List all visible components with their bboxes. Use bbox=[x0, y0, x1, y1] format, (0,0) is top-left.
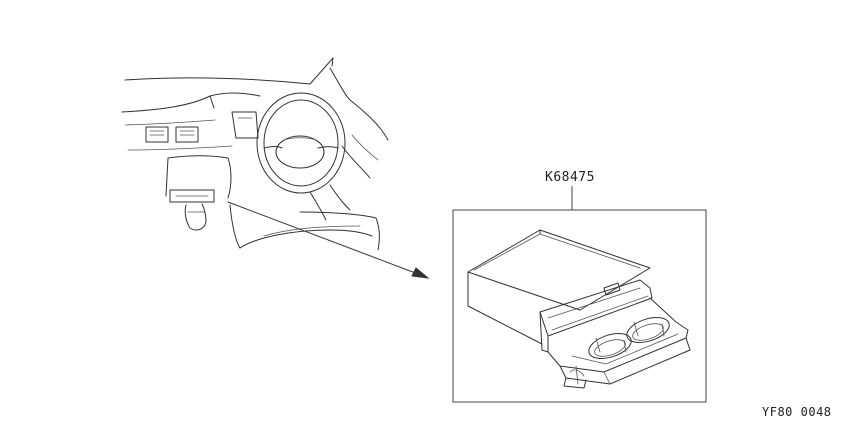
diagram-code-label: YF80 0048 bbox=[762, 405, 832, 419]
dashboard-sketch bbox=[121, 57, 389, 251]
part-number-label: K68475 bbox=[545, 170, 595, 185]
cup-holder-assembly bbox=[467, 229, 691, 389]
pointer-arrow bbox=[227, 201, 430, 279]
detail-frame bbox=[452, 209, 707, 403]
